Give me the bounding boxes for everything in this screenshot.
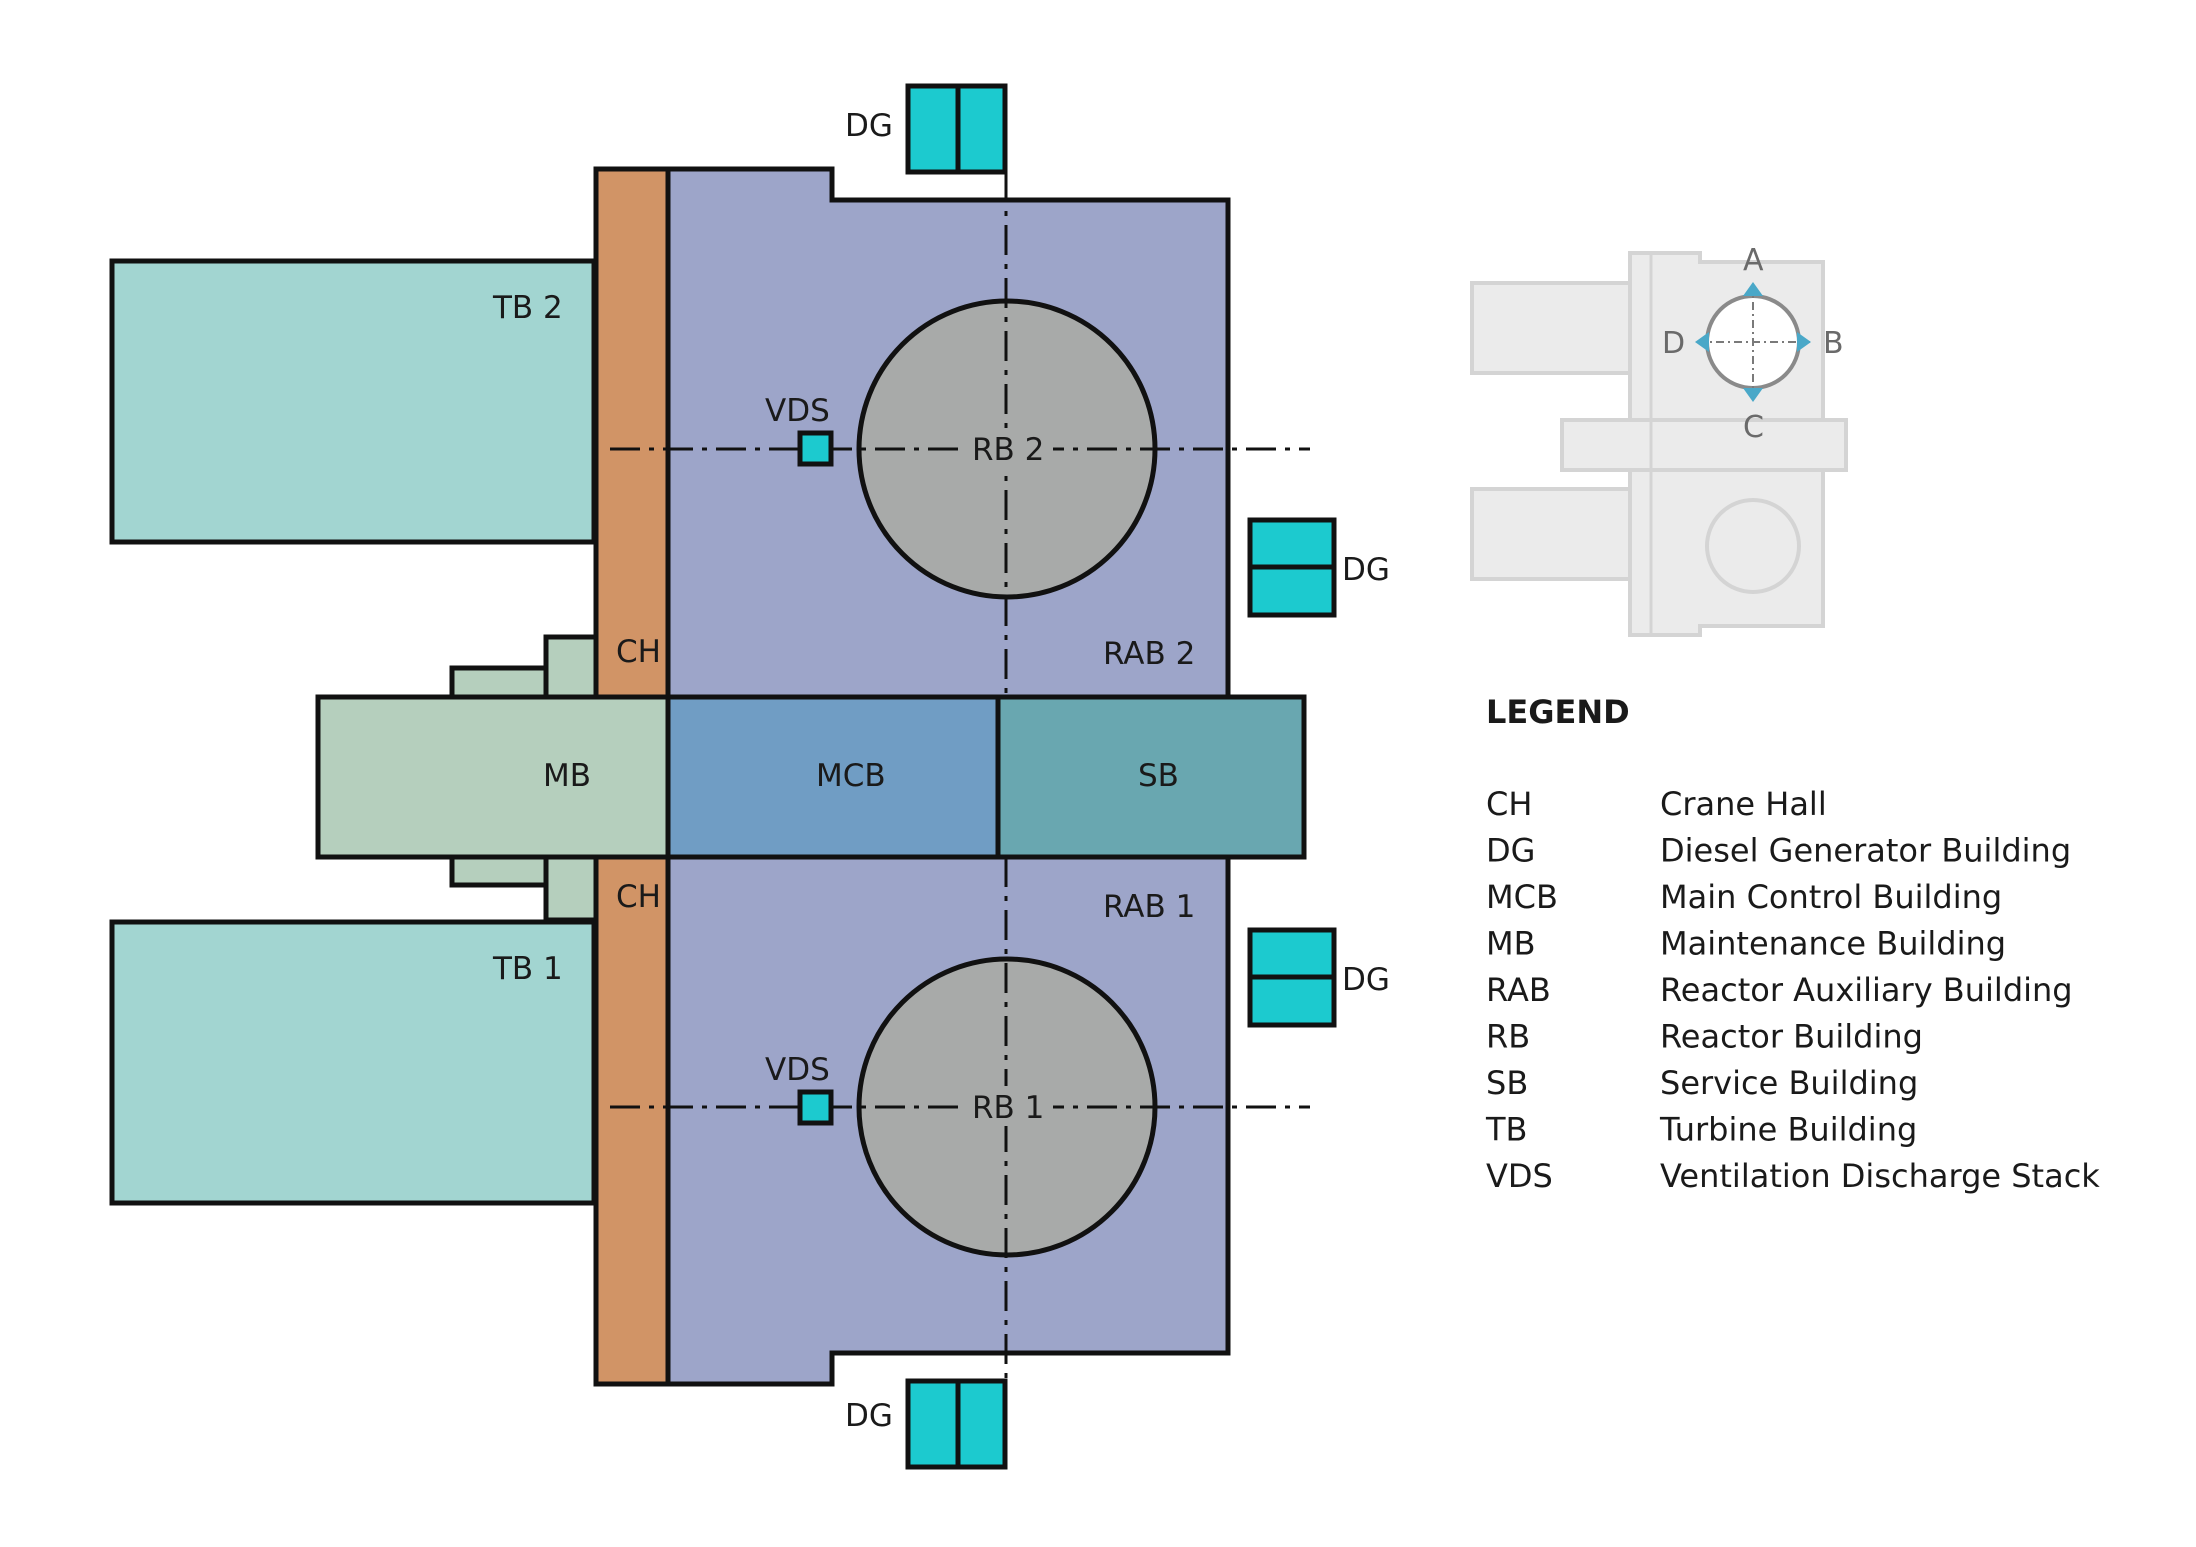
key-plan-arrow-a-icon bbox=[1743, 282, 1763, 296]
ch-top-label: CH bbox=[616, 634, 661, 670]
rb1-label: RB 1 bbox=[972, 1090, 1044, 1126]
crane-hall-2 bbox=[593, 166, 671, 700]
legend-code: SB bbox=[1486, 1064, 1528, 1102]
legend-description: Turbine Building bbox=[1659, 1111, 1917, 1149]
legend-description: Reactor Building bbox=[1660, 1018, 1923, 1056]
legend-code: RB bbox=[1486, 1018, 1530, 1056]
rb1-label-bg bbox=[963, 1086, 1053, 1126]
diesel-generator-right-lower bbox=[1247, 927, 1337, 1028]
vds-top-label: VDS bbox=[765, 393, 830, 429]
ch-bottom-label: CH bbox=[616, 879, 661, 915]
legend-description: Reactor Auxiliary Building bbox=[1660, 971, 2073, 1009]
legend-code: VDS bbox=[1486, 1157, 1553, 1195]
key-plan-reactor-lower bbox=[1705, 498, 1801, 594]
key-plan-arrow-b-icon bbox=[1797, 332, 1811, 352]
maintenance-annex-lower-right bbox=[543, 852, 599, 923]
turbine-building-2 bbox=[109, 258, 597, 545]
legend-description: Diesel Generator Building bbox=[1660, 832, 2071, 870]
key-plan-tb-upper bbox=[1470, 281, 1632, 375]
legend-description: Maintenance Building bbox=[1660, 925, 2006, 963]
legend-code: CH bbox=[1486, 785, 1532, 823]
maintenance-building bbox=[315, 694, 671, 860]
legend-description: Crane Hall bbox=[1660, 785, 1827, 823]
mcb-label: MCB bbox=[816, 758, 886, 794]
vds-stack-1 bbox=[797, 1089, 834, 1126]
service-building bbox=[995, 694, 1307, 860]
legend-code: MCB bbox=[1486, 878, 1558, 916]
key-plan-label-d: D bbox=[1662, 326, 1685, 361]
dg-top-label: DG bbox=[845, 108, 893, 144]
diesel-generator-bottom bbox=[905, 1378, 1008, 1470]
key-plan-arrow-c-icon bbox=[1743, 388, 1763, 402]
vds-bottom-label: VDS bbox=[765, 1052, 830, 1088]
rab1-label: RAB 1 bbox=[1103, 889, 1195, 925]
legend-code: DG bbox=[1486, 832, 1535, 870]
maintenance-annex-upper-left bbox=[449, 665, 551, 701]
legend-title: LEGEND bbox=[1486, 693, 1630, 731]
dg-bottom-label: DG bbox=[845, 1398, 893, 1434]
legend-code: TB bbox=[1485, 1111, 1528, 1149]
tb2-label: TB 2 bbox=[492, 290, 563, 326]
crane-hall-1 bbox=[593, 854, 671, 1387]
key-plan-label-c: C bbox=[1743, 410, 1764, 445]
key-plan-label-a: A bbox=[1743, 243, 1764, 278]
diesel-generator-right-upper bbox=[1247, 517, 1337, 618]
legend-description: Service Building bbox=[1660, 1064, 1918, 1102]
mb-label: MB bbox=[543, 758, 591, 794]
key-plan-arrow-d-icon bbox=[1695, 332, 1709, 352]
dg-right-upper-label: DG bbox=[1342, 552, 1390, 588]
legend-code: RAB bbox=[1486, 971, 1551, 1009]
key-plan-tb-lower bbox=[1470, 487, 1632, 581]
key-plan: A B C D bbox=[1470, 243, 1848, 637]
maintenance-annex-upper-right bbox=[543, 634, 599, 701]
diesel-generator-top bbox=[905, 83, 1008, 175]
sb-label: SB bbox=[1138, 758, 1179, 794]
rb2-label-bg bbox=[963, 428, 1053, 468]
key-plan-central-strip bbox=[1560, 418, 1848, 472]
vds-stack-2 bbox=[797, 430, 834, 467]
legend-description: Main Control Building bbox=[1660, 878, 2002, 916]
turbine-building-1 bbox=[109, 919, 597, 1206]
dg-right-lower-label: DG bbox=[1342, 962, 1390, 998]
legend-description: Ventilation Discharge Stack bbox=[1660, 1157, 2100, 1195]
tb1-label: TB 1 bbox=[492, 951, 563, 987]
rab2-label: RAB 2 bbox=[1103, 636, 1195, 672]
key-plan-label-b: B bbox=[1823, 326, 1844, 361]
legend-code: MB bbox=[1486, 925, 1536, 963]
rb2-label: RB 2 bbox=[972, 432, 1044, 468]
